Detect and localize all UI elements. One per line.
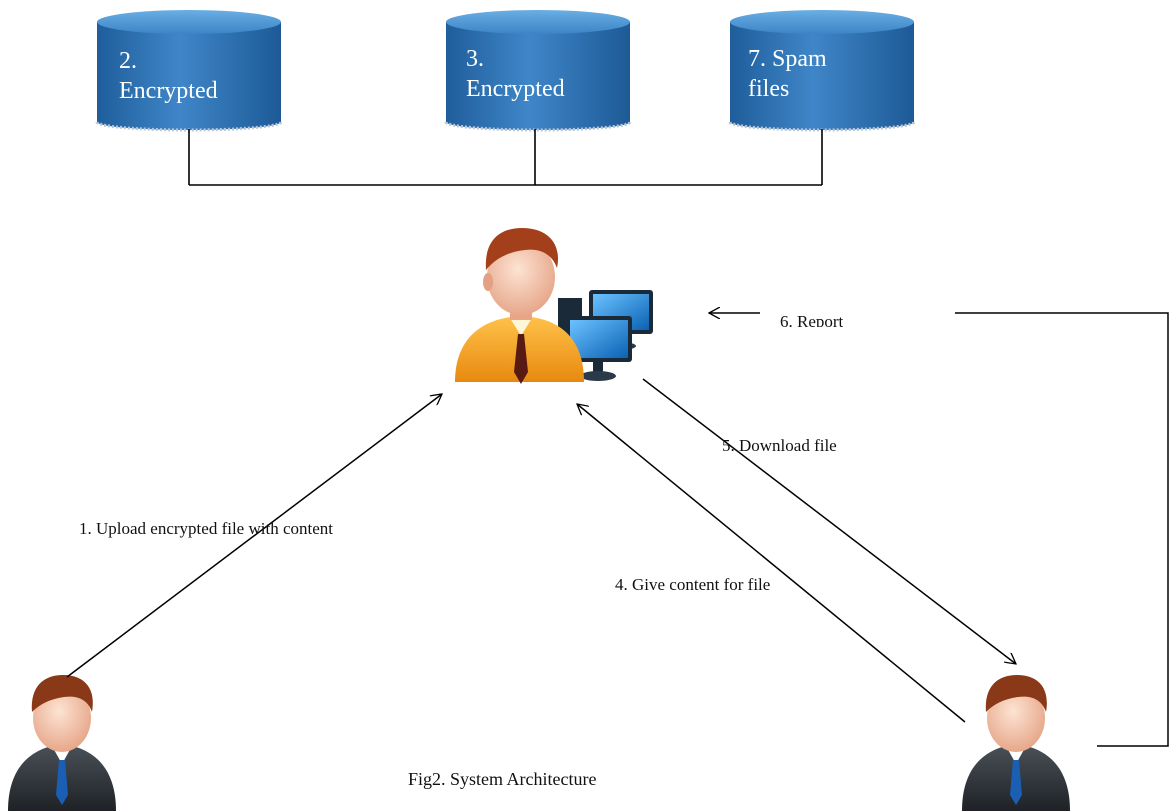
label-download: 5. Download file [722,436,837,451]
label-report: 6. Report [780,312,844,327]
arrow-give-content [577,404,966,723]
arrow-report [709,313,1169,747]
database-cylinder-3 [728,10,916,132]
admin-user-icon [455,228,653,384]
label-upload: 1. Upload encrypted file with content [79,519,333,538]
database-label-2: 3. Encrypted [466,46,565,102]
label-give-content: 4. Give content for file [615,575,771,594]
arrow-upload [66,394,442,678]
data-user-user-icon [962,675,1070,811]
data-owner-user-icon [8,675,116,811]
figure-caption: Fig2. System Architecture [408,769,597,789]
database-label-3: 7. Spam files [748,46,827,102]
database-bus-connector [188,129,823,186]
arrow-download [642,378,1016,664]
database-label-1: 2. Encrypted [119,48,218,104]
monitor-front [566,316,632,381]
database-cylinder-2 [444,10,632,132]
database-cylinder-1 [95,10,283,132]
